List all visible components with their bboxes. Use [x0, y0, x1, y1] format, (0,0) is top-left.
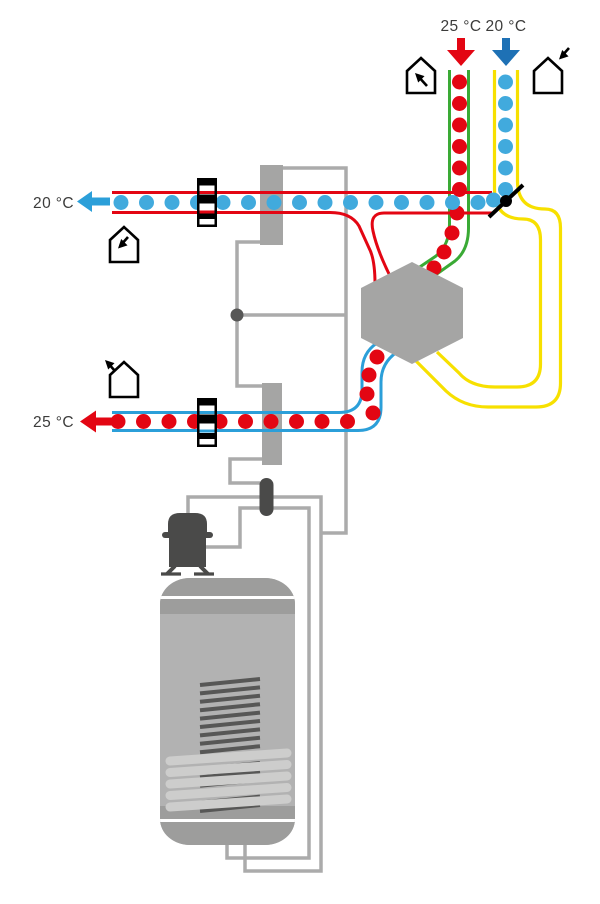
label-left-exhaust-temp: 25 °C	[33, 414, 74, 431]
heat-exchanger-hexagon	[361, 262, 463, 364]
label-top-exhaust-temp: 25 °C	[441, 18, 482, 35]
compressor	[161, 513, 214, 576]
extract-duct-right-line	[433, 70, 470, 278]
refrigerant-line-a	[283, 166, 348, 535]
house-icon-supply	[108, 225, 140, 264]
house-icon-intake	[532, 47, 570, 95]
air-filter-upper	[197, 178, 217, 227]
arrow-left-exhaust-icon	[80, 410, 112, 433]
extract-duct-left-line	[404, 70, 451, 279]
arrow-down-intake-icon	[492, 38, 520, 66]
label-top-intake-temp: 20 °C	[486, 18, 527, 35]
expansion-valve-icon	[259, 478, 274, 516]
extract-air-dots	[426, 74, 467, 276]
refrigerant-line-d	[206, 506, 311, 860]
exhaust-air-duct	[110, 341, 398, 432]
bypass-outer-line	[413, 70, 563, 409]
exhaust-duct-bottom-line	[112, 350, 398, 432]
arrow-down-exhaust-icon	[447, 38, 475, 66]
hot-water-tank	[160, 578, 295, 845]
bypass-inner-line	[435, 70, 543, 389]
supply-duct-bottom-line-right	[370, 211, 492, 279]
exhaust-duct-top-line	[112, 341, 378, 414]
house-icon-exhaust	[105, 360, 140, 399]
arrow-left-supply-icon	[77, 191, 110, 212]
air-filter-lower	[197, 398, 217, 447]
bypass-duct	[413, 70, 563, 409]
refrigerant-line-c	[228, 457, 262, 485]
refrigerant-line-b	[186, 495, 323, 873]
outdoor-air-dots	[498, 74, 513, 197]
exhaust-air-dots	[110, 349, 385, 429]
extract-air-duct	[404, 70, 470, 279]
bypass-valve	[487, 183, 525, 219]
supply-air-dots	[113, 192, 501, 210]
supply-duct-bottom-line-left	[112, 211, 377, 285]
refrigerant-circuit	[186, 166, 348, 873]
junction-node	[230, 308, 244, 322]
heating-coil-light	[165, 748, 292, 812]
supply-air-duct	[112, 191, 501, 285]
control-line	[235, 240, 346, 388]
house-icon-extract	[405, 56, 437, 95]
label-left-supply-temp: 20 °C	[33, 195, 74, 212]
